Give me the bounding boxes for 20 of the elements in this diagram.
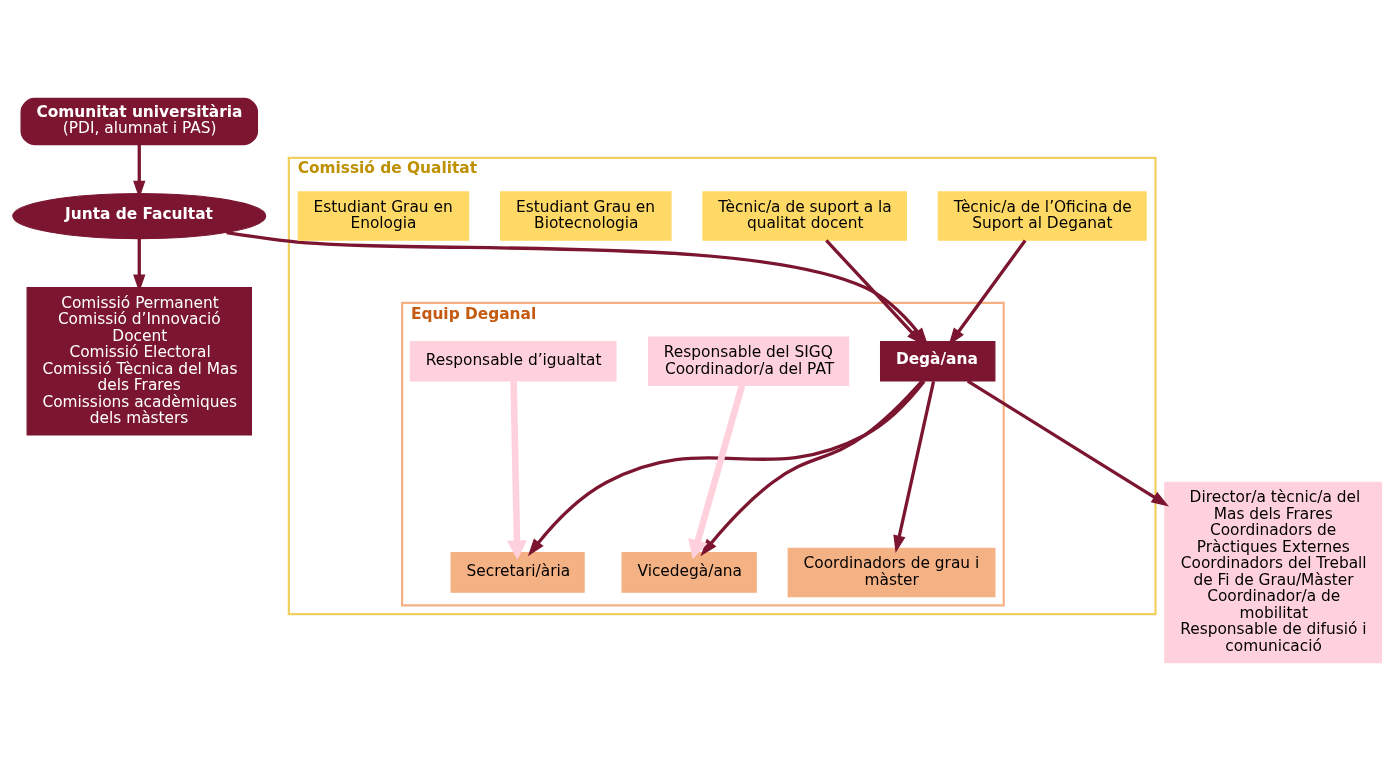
- arrow: [527, 379, 926, 556]
- node-box: Estudiant Grau en Biotecnologia: [500, 190, 672, 241]
- node-box: Tècnic/a de suport a la qualitat docent: [702, 190, 907, 241]
- node-box: Tècnic/a de l’Oficina de Suport al Deganat: [937, 190, 1147, 241]
- node-box: Responsable del SIGQ Coordinador/a del PAT: [647, 336, 850, 386]
- arrow: [506, 380, 528, 560]
- node-box: Vicedegà/ana: [621, 551, 757, 593]
- arrow: [893, 380, 936, 553]
- node-box: Responsable d’igualtat: [409, 340, 617, 382]
- node-box: Coordinadors de grau i màster: [787, 547, 996, 597]
- node-ellipse: Junta de Facultat: [12, 192, 267, 239]
- node-box: Degà/ana: [880, 340, 996, 382]
- node-box: Comunitat universitària (PDI, alumnat i PAS): [20, 97, 259, 145]
- node-box: Secretari/ària: [450, 551, 585, 593]
- arrow: [966, 379, 1169, 506]
- node-box: Estudiant Grau en Enologia: [297, 190, 470, 241]
- arrow: [700, 379, 924, 556]
- arrow: [688, 384, 746, 559]
- node-box: Director/a tècnic/a del Mas dels Frares Coordinadors de Pràctiques Externes Coordinadors del Treball de Fi de Grau/Màster Coordinador/a de mobilitat Responsable de difusió i comunicació: [1164, 481, 1383, 663]
- node-box: Comissió Permanent Comissió d’Innovació Docent Comissió Electoral Comissió Tècnica del Mas dels Frares Comissions acadèmiques dels màsters: [26, 286, 252, 435]
